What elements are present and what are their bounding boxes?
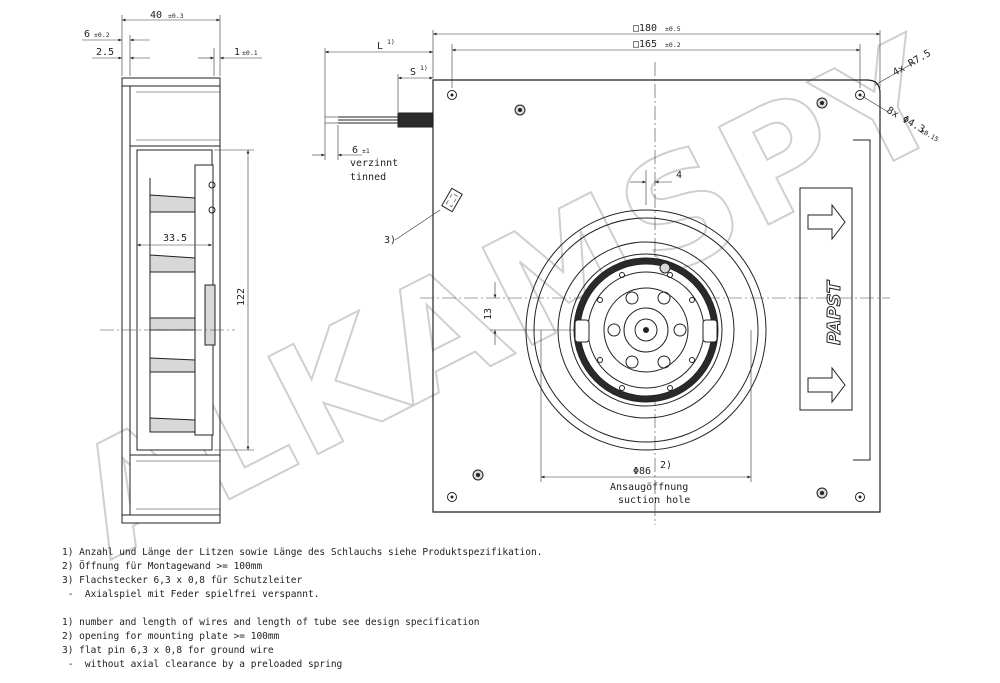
dim-outer-square: □180	[633, 23, 657, 34]
cable	[325, 112, 434, 128]
dim-outer-square-tol: ±0.5	[665, 25, 681, 33]
notes: 1) Anzahl und Länge der Litzen sowie Län…	[62, 547, 542, 670]
strip-label-en: tinned	[350, 172, 386, 183]
arrow-up-icon	[807, 203, 846, 241]
dim-wire-length-ref: 1)	[387, 38, 395, 46]
dim-overall-width-tol: ±0.3	[168, 12, 184, 20]
dim-left-gap: 2.5	[96, 47, 114, 58]
note-de-2: 2) Öffnung für Montagewand >= 100mm	[62, 561, 262, 572]
suction-label-de: Ansaugöffnung	[610, 482, 688, 493]
note-de-1: 1) Anzahl und Länge der Litzen sowie Län…	[62, 547, 542, 558]
dim-hole-square-tol: ±0.2	[665, 41, 681, 49]
suction-label-en: suction hole	[618, 495, 690, 506]
side-bottom-flange	[121, 514, 221, 524]
front-view: PAPST 3) L 1) S 1) 6	[312, 23, 940, 525]
dim-strip: 6	[352, 145, 358, 156]
dim-suction-ref: 2)	[660, 460, 672, 471]
dim-hole-square: □165	[633, 39, 657, 50]
dim-wire-length: L	[377, 41, 383, 52]
ground-pin	[441, 187, 463, 213]
dim-impeller-depth: 33.5	[163, 233, 187, 244]
note-en-2: 2) opening for mounting plate >= 100mm	[62, 631, 280, 642]
note-en-1: 1) number and length of wires and length…	[62, 617, 480, 628]
brand-panel	[799, 187, 853, 411]
brand-logo: PAPST	[824, 279, 845, 345]
dim-offset-v: 13	[483, 308, 494, 320]
dim-strip-tol: ±1	[362, 147, 370, 155]
side-bottom-block	[129, 454, 221, 516]
dim-right-gap-tol: ±0.1	[242, 49, 258, 57]
side-top-block	[129, 85, 221, 147]
mounting-holes	[447, 90, 865, 502]
mounting-plate	[432, 79, 881, 513]
ground-ref: 3)	[384, 235, 396, 246]
note-en-3: 3) flat pin 6,3 x 0,8 for ground wire	[62, 645, 274, 656]
dim-flange: 6	[84, 29, 90, 40]
motor-holes	[597, 262, 695, 391]
dim-tube-length-ref: 1)	[420, 64, 428, 72]
note-de-3: 3) Flachstecker 6,3 x 0,8 für Schutzleit…	[62, 575, 302, 586]
note-de-4: - Axialspiel mit Feder spielfrei verspan…	[62, 589, 319, 600]
dim-overall-width: 40	[150, 10, 162, 21]
impeller-blades	[149, 194, 196, 433]
dim-offset: 4	[676, 170, 682, 181]
note-en-4: - without axial clearance by a preloaded…	[62, 659, 342, 670]
strip-label-de: verzinnt	[350, 158, 398, 169]
side-top-flange	[121, 77, 221, 87]
dim-tube-length: S	[410, 67, 416, 78]
arrow-down-icon	[807, 366, 846, 404]
dim-suction: Φ86	[633, 466, 651, 477]
dim-flange-tol: ±0.2	[94, 31, 110, 39]
dim-right-gap: 1	[234, 47, 240, 58]
dim-impeller-height: 122	[236, 288, 247, 306]
side-view: 40 ±0.3 6 ±0.2 2.5 1 ±0.1 33.5 122	[82, 10, 262, 524]
